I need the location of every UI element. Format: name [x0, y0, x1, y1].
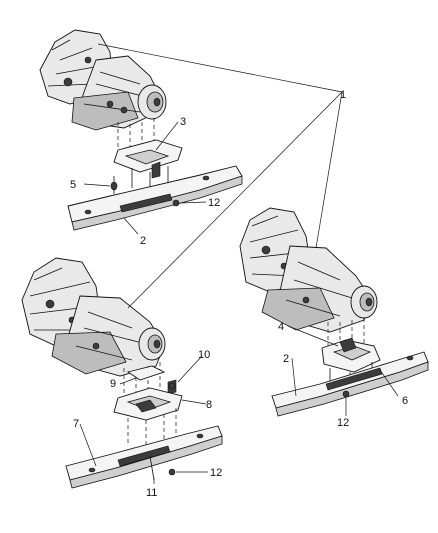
callout-12-right: 12 [337, 417, 349, 429]
nut-12-right [342, 390, 350, 398]
callout-1: 1 [340, 89, 346, 101]
callout-10: 10 [198, 349, 210, 361]
callout-5: 5 [70, 179, 76, 191]
callout-2-right: 2 [283, 353, 289, 365]
left-transmission [21, 257, 166, 377]
top-mount [113, 139, 183, 194]
callout-labels: 1 3 5 12 2 4 2 6 12 10 9 8 7 11 12 [70, 89, 408, 499]
callout-11: 11 [146, 487, 157, 499]
callout-8: 8 [206, 399, 212, 411]
left-crossmember [65, 425, 223, 489]
nut-12-top [172, 199, 180, 207]
right-transmission [239, 207, 378, 333]
top-transmission [39, 29, 167, 131]
callout-3: 3 [180, 116, 186, 128]
callout-12-left: 12 [210, 467, 222, 479]
callout-7: 7 [73, 418, 79, 430]
leader-lines [79, 43, 399, 484]
callout-6: 6 [402, 395, 408, 407]
left-mount-8 [113, 387, 183, 421]
callout-12-top: 12 [208, 197, 220, 209]
right-crossmember [271, 351, 429, 417]
top-crossmember [67, 165, 243, 231]
nut-12-left [168, 468, 176, 476]
left-bracket-9-10 [126, 365, 177, 395]
callout-2-top: 2 [140, 235, 146, 247]
bolt-5 [110, 176, 118, 194]
callout-4: 4 [278, 321, 284, 333]
callout-9: 9 [110, 378, 116, 390]
